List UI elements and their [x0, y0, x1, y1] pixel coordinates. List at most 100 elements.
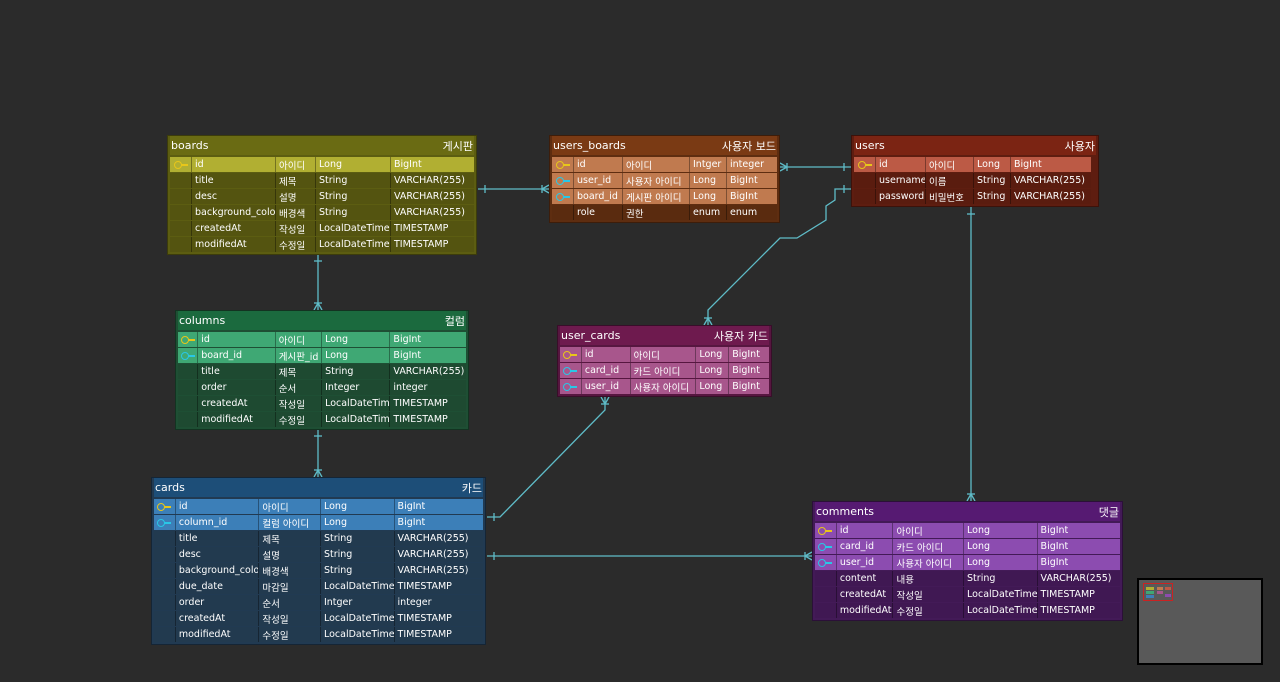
foreign-key-icon [563, 382, 578, 391]
relation-users-users-boards[interactable] [779, 162, 851, 172]
field-db-type: BigInt [394, 515, 483, 530]
field-name: id [175, 499, 260, 514]
field-db-type: BigInt [394, 499, 483, 514]
key-cell [178, 364, 199, 379]
primary-key-icon [173, 160, 188, 169]
minimap-viewport[interactable] [1143, 583, 1173, 601]
relation-columns-cards[interactable] [313, 429, 323, 478]
field-type: LocalDateTime [320, 627, 395, 642]
field-type: LocalDateTime [322, 396, 391, 411]
field-name: id [574, 157, 623, 172]
minimap[interactable] [1137, 578, 1263, 665]
field-comment: 비밀번호 [926, 189, 974, 204]
field-type: LocalDateTime [964, 603, 1038, 618]
relation-boards-columns[interactable] [313, 254, 323, 311]
minimap-table-users-boards [1157, 587, 1163, 590]
field-name: modifiedAt [836, 603, 894, 618]
field-db-type: TIMESTAMP [390, 396, 466, 411]
field-comment: 순서 [275, 380, 323, 395]
field-type: String [316, 173, 391, 188]
key-cell [552, 189, 574, 204]
relation-boards-users-boards[interactable] [478, 184, 550, 194]
field-name: modifiedAt [192, 237, 276, 252]
field-db-type: TIMESTAMP [394, 627, 483, 642]
field-type: Long [696, 363, 730, 378]
table-name: comments [816, 505, 874, 518]
field-name: title [192, 173, 276, 188]
field-comment: 아이디 [926, 157, 974, 172]
field-comment: 아이디 [275, 332, 323, 347]
foreign-key-icon [157, 518, 172, 527]
key-cell [178, 412, 199, 427]
field-comment: 아이디 [276, 157, 316, 172]
relation-cards-comments[interactable] [487, 551, 813, 561]
key-cell [170, 237, 192, 252]
field-comment: 배경색 [276, 205, 316, 220]
relation-cards-user-cards[interactable] [487, 396, 610, 521]
relation-users-comments[interactable] [966, 207, 976, 502]
primary-key-icon [555, 160, 570, 169]
field-name: title [198, 364, 276, 379]
field-type: Long [696, 379, 730, 394]
field-name: createdAt [175, 611, 260, 626]
minimap-table-user-cards [1157, 591, 1163, 594]
field-type: Long [320, 499, 395, 514]
field-type: Long [316, 157, 391, 172]
key-cell [154, 531, 176, 546]
field-comment: 게시판 아이디 [623, 189, 690, 204]
field-name: password [876, 189, 926, 204]
